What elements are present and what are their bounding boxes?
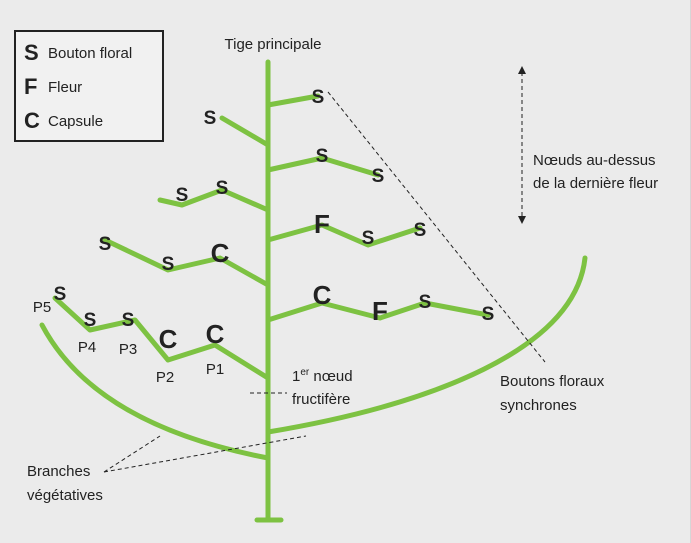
position-label-p4: P4	[78, 339, 96, 356]
branch-4-left	[52, 295, 271, 381]
organ-c: C	[159, 324, 178, 354]
organ-s: S	[372, 166, 385, 187]
synchronous-label-line1: Boutons floraux	[500, 373, 605, 390]
legend-item-fleur: F Fleur	[24, 72, 82, 102]
synchronous-label-line2: synchrones	[500, 397, 577, 414]
vegetative-label-line2: végétatives	[27, 487, 103, 504]
legend-text-capsule: Capsule	[48, 112, 104, 130]
nodes-above-label-line2: de la dernière fleur	[533, 175, 658, 192]
branch-2-right	[265, 155, 381, 178]
organ-s: S	[482, 304, 495, 325]
organ-s: S	[312, 87, 325, 108]
branch-3-right	[265, 222, 423, 248]
organ-s: S	[414, 220, 427, 241]
vegetative-label-line1: Branches	[27, 463, 90, 480]
position-label-p2: P2	[156, 369, 174, 386]
synchronous-buds-line	[327, 91, 546, 363]
branch-4-right	[265, 300, 491, 323]
organ-s: S	[54, 284, 67, 305]
branch-1-left	[219, 115, 271, 148]
position-label-p3: P3	[119, 341, 137, 358]
organ-s: S	[362, 228, 375, 249]
legend-item-capsule: C Capsule	[24, 106, 103, 136]
organ-c: C	[206, 319, 225, 349]
arrow-down-icon	[518, 216, 526, 224]
organ-s: S	[316, 146, 329, 167]
branch-2-left	[157, 187, 271, 213]
position-label-p5: P5	[33, 299, 51, 316]
organ-c: C	[313, 280, 332, 310]
organ-s: S	[216, 178, 229, 199]
organ-s: S	[84, 310, 97, 331]
vegetative-branch-right	[265, 255, 588, 435]
organ-s: S	[99, 234, 112, 255]
first-node-label-line2: fructifère	[292, 391, 350, 408]
nodes-above-label-line1: Nœuds au-dessus	[533, 152, 656, 169]
organ-f: F	[372, 296, 388, 326]
position-label-p1: P1	[206, 361, 224, 378]
arrow-up-icon	[518, 66, 526, 74]
organ-s: S	[162, 254, 175, 275]
main-stem-label: Tige principale	[225, 36, 322, 53]
legend-letter-s: S	[24, 40, 39, 65]
organ-c: C	[211, 238, 230, 268]
legend-text-fleur: Fleur	[48, 78, 83, 96]
organ-s: S	[176, 185, 189, 206]
legend-item-bouton: S Bouton floral	[24, 38, 132, 68]
first-node-label-line1: 1er nœud	[292, 367, 353, 385]
legend-box: S Bouton floral F Fleur C Capsule	[14, 30, 164, 142]
organ-f: F	[314, 209, 330, 239]
vegetative-branch-left	[39, 322, 271, 461]
organ-s: S	[204, 108, 217, 129]
branch-3-left	[102, 237, 271, 288]
legend-letter-c: C	[24, 108, 40, 133]
legend-text-bouton: Bouton floral	[48, 44, 133, 62]
legend-letter-f: F	[24, 74, 38, 99]
organ-s: S	[122, 310, 135, 331]
branch-1-right	[265, 93, 321, 108]
organ-s: S	[419, 292, 432, 313]
vegetative-pointer-right	[103, 435, 307, 473]
